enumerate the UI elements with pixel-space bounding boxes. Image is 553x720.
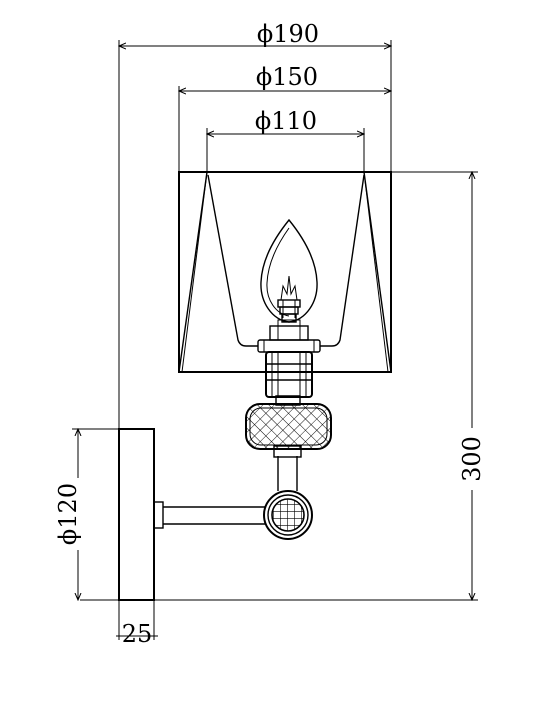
lamp-arm [153, 501, 266, 529]
dimension-depth: 25 [116, 600, 158, 648]
lamp-shade [178, 171, 392, 373]
candle-bulb-icon [260, 218, 318, 327]
dimension-height: 300 [80, 172, 486, 600]
shade-top-diameter-label: ϕ110 [255, 107, 317, 135]
depth-label: 25 [122, 620, 153, 648]
height-label: 300 [458, 436, 486, 482]
arm-joint [263, 490, 313, 540]
shade-holder [207, 174, 365, 347]
dimension-shade-top-diameter: ϕ110 [207, 107, 364, 172]
crystal-ring [245, 403, 332, 450]
backplate-diameter-label: ϕ120 [54, 483, 82, 545]
backplate [118, 428, 155, 601]
dimension-backplate-diameter: ϕ120 [54, 429, 119, 600]
dimension-shade-bottom-diameter: ϕ150 [179, 63, 391, 372]
lamp-stem [273, 445, 302, 491]
bulb-socket [257, 325, 321, 406]
outer-diameter-label: ϕ190 [257, 20, 319, 48]
shade-bottom-diameter-label: ϕ150 [256, 63, 318, 91]
